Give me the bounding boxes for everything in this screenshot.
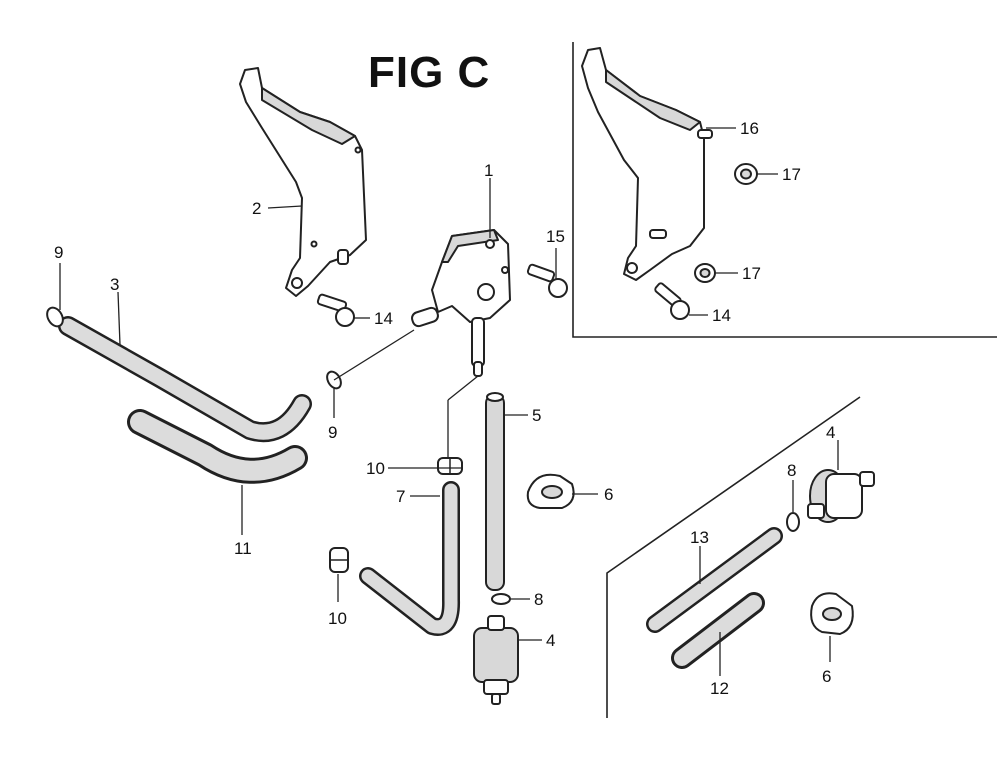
part-4-filter-lower bbox=[473, 615, 519, 705]
part-15-bolt bbox=[526, 263, 568, 298]
callout-2: 2 bbox=[252, 199, 261, 218]
part-1-fuel-pump bbox=[411, 229, 511, 377]
part-14-bolt-right bbox=[654, 282, 690, 320]
leader-lines bbox=[59, 127, 839, 676]
part-7-hose bbox=[359, 481, 461, 636]
callout-15: 15 bbox=[546, 227, 565, 246]
panel-border-bottom-right bbox=[606, 396, 861, 718]
part-13-tube bbox=[646, 527, 783, 633]
callout-14-left: 14 bbox=[374, 309, 393, 328]
part-10-clamp-lower bbox=[329, 547, 349, 573]
callout-4-upper: 4 bbox=[826, 423, 835, 442]
callout-8-right: 8 bbox=[787, 461, 796, 480]
figure-title: FIG C bbox=[368, 48, 491, 97]
callout-labels: 1 2 3 4 4 5 6 6 7 8 8 9 9 10 10 11 12 13… bbox=[54, 119, 835, 698]
callout-11: 11 bbox=[234, 539, 252, 558]
part-11-hose bbox=[127, 409, 308, 484]
part-16-bracket bbox=[581, 47, 713, 281]
part-14-bolt-left bbox=[316, 293, 355, 327]
part-5-tube bbox=[485, 392, 505, 591]
callout-17-top: 17 bbox=[782, 165, 801, 184]
part-8-clip-lower bbox=[491, 593, 511, 605]
callout-14-right: 14 bbox=[712, 306, 731, 325]
callout-6-right: 6 bbox=[822, 667, 831, 686]
part-4-filter-upper bbox=[807, 469, 875, 523]
callout-13: 13 bbox=[690, 528, 709, 547]
callout-16: 16 bbox=[740, 119, 759, 138]
callout-8-lower: 8 bbox=[534, 590, 543, 609]
callout-5: 5 bbox=[532, 406, 541, 425]
part-17-nut-top bbox=[734, 163, 758, 185]
part-12-tube bbox=[671, 592, 765, 669]
callout-10-upper: 10 bbox=[366, 459, 385, 478]
callout-12: 12 bbox=[710, 679, 729, 698]
part-3-hose bbox=[58, 316, 312, 443]
part-6-grommet-right bbox=[810, 592, 854, 635]
part-2-bracket bbox=[239, 67, 367, 297]
part-8-clip-right bbox=[786, 512, 800, 532]
callout-17-bottom: 17 bbox=[742, 264, 761, 283]
part-10-clamp-upper bbox=[437, 457, 463, 475]
part-9-clip-left bbox=[46, 306, 64, 328]
callout-10-lower: 10 bbox=[328, 609, 347, 628]
part-6-grommet-center bbox=[526, 473, 575, 509]
callout-7: 7 bbox=[396, 487, 405, 506]
panel-border-top-right bbox=[572, 42, 997, 338]
callout-4-lower: 4 bbox=[546, 631, 555, 650]
callout-9-left: 9 bbox=[54, 243, 63, 262]
callout-1: 1 bbox=[484, 161, 493, 180]
callout-3: 3 bbox=[110, 275, 119, 294]
part-17-nut-bottom bbox=[694, 263, 716, 283]
callout-6-center: 6 bbox=[604, 485, 613, 504]
callout-9-middle: 9 bbox=[328, 423, 337, 442]
